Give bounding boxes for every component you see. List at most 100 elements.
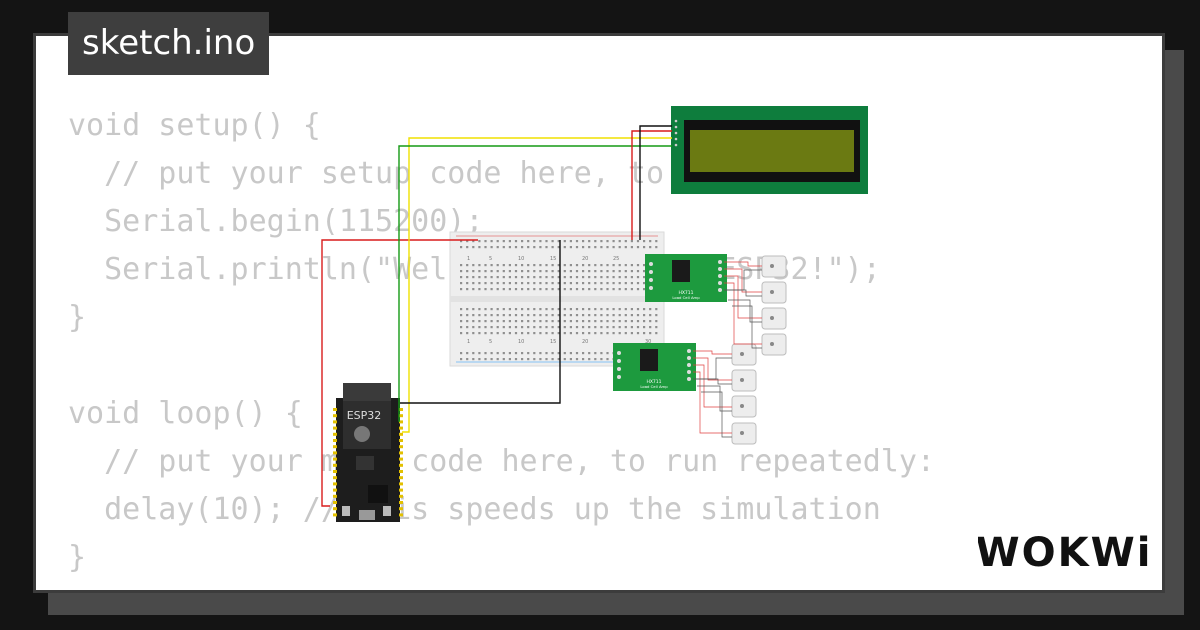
breadboard-hole — [557, 246, 560, 249]
breadboard-hole — [466, 270, 469, 273]
code-line: } — [68, 300, 87, 335]
breadboard-hole — [496, 314, 499, 317]
breadboard-hole — [490, 246, 493, 249]
breadboard-hole — [484, 332, 487, 335]
breadboard-hole — [582, 276, 585, 279]
load-cell[interactable] — [731, 422, 757, 445]
breadboard-hole — [557, 282, 560, 285]
load-cell[interactable] — [731, 369, 757, 392]
breadboard-hole — [606, 314, 609, 317]
load-cell[interactable] — [761, 333, 787, 356]
breadboard-hole — [563, 314, 566, 317]
esp32-pin — [333, 432, 337, 436]
breadboard-hole — [539, 326, 542, 329]
breadboard-hole — [478, 240, 481, 243]
breadboard-hole — [514, 270, 518, 273]
breadboard-hole — [539, 320, 542, 323]
breadboard-hole — [490, 326, 493, 329]
breadboard-hole — [545, 282, 548, 285]
breadboard-hole — [478, 282, 481, 285]
breadboard-hole — [490, 332, 493, 335]
esp32-label: ESP32 — [347, 409, 382, 422]
breadboard-hole — [472, 352, 475, 355]
breadboard-hole — [649, 332, 652, 335]
breadboard-hole — [508, 358, 511, 361]
bb-number: 1 — [467, 339, 470, 345]
breadboard-hole — [636, 288, 640, 291]
breadboard-hole — [545, 270, 548, 273]
breadboard-hole — [569, 332, 572, 335]
breadboard-hole — [484, 358, 487, 361]
load-cell[interactable] — [731, 343, 757, 366]
breadboard-hole — [569, 308, 572, 311]
breadboard-hole — [594, 270, 597, 273]
breadboard-hole — [606, 246, 609, 249]
breadboard-hole — [612, 326, 615, 329]
breadboard-hole — [606, 308, 609, 311]
breadboard-hole — [600, 240, 603, 243]
breadboard-hole — [624, 314, 627, 317]
load-cell[interactable] — [731, 395, 757, 418]
breadboard-hole — [600, 358, 603, 361]
esp32-pin — [333, 482, 337, 486]
breadboard-hole — [539, 358, 542, 361]
file-tab[interactable]: sketch.ino — [68, 12, 270, 75]
breadboard-hole — [514, 246, 518, 249]
breadboard-hole — [478, 270, 481, 273]
hx711-amplifier-2[interactable]: HX711 Load Cell Amp — [613, 343, 696, 391]
breadboard-hole — [569, 270, 572, 273]
lcd-display[interactable] — [671, 106, 868, 194]
breadboard-hole — [618, 270, 621, 273]
breadboard-hole — [545, 352, 548, 355]
breadboard-hole — [508, 288, 511, 291]
breadboard-hole — [496, 352, 499, 355]
breadboard-hole — [460, 246, 463, 249]
hx711-amplifier-1[interactable]: HX711 Load Cell Amp — [645, 254, 727, 302]
load-cell[interactable] — [761, 255, 787, 278]
breadboard-hole — [478, 276, 481, 279]
breadboard-hole — [582, 240, 585, 243]
load-cell[interactable] — [761, 281, 787, 304]
breadboard-hole — [478, 326, 481, 329]
breadboard-hole — [636, 320, 640, 323]
breadboard-hole — [533, 288, 536, 291]
breadboard-hole — [502, 282, 505, 285]
breadboard-hole — [484, 240, 487, 243]
breadboard-hole — [563, 326, 566, 329]
breadboard-hole — [502, 314, 505, 317]
esp32-pin — [333, 426, 337, 430]
esp32-pin — [399, 451, 403, 455]
breadboard-hole — [496, 270, 499, 273]
breadboard-hole — [472, 320, 475, 323]
load-cells[interactable] — [731, 255, 787, 445]
breadboard-hole — [630, 308, 633, 311]
breadboard-hole — [508, 246, 511, 249]
breadboard-hole — [624, 282, 627, 285]
breadboard-hole — [545, 308, 548, 311]
breadboard-hole — [618, 282, 621, 285]
breadboard-hole — [484, 246, 487, 249]
breadboard-hole — [618, 246, 621, 249]
esp32-board[interactable]: ESP32 — [333, 383, 403, 522]
breadboard-hole — [466, 282, 469, 285]
code-line: void setup() { — [68, 108, 321, 143]
breadboard-hole — [582, 288, 585, 291]
breadboard-hole — [545, 314, 548, 317]
hx711-label: HX711 — [678, 290, 693, 296]
breadboard-hole — [521, 288, 524, 291]
breadboard-hole — [624, 270, 627, 273]
breadboard-hole — [618, 314, 621, 317]
breadboard-hole — [527, 288, 530, 291]
esp32-pin — [333, 501, 337, 504]
breadboard-hole — [557, 240, 560, 243]
breadboard-hole — [630, 270, 633, 273]
breadboard-hole — [508, 282, 511, 285]
breadboard-hole — [478, 320, 481, 323]
breadboard-hole — [643, 264, 646, 267]
load-cell[interactable] — [761, 307, 787, 330]
breadboard-hole — [557, 358, 560, 361]
breadboard-hole — [606, 352, 609, 355]
breadboard-hole — [575, 288, 579, 291]
breadboard-hole — [624, 326, 627, 329]
breadboard-hole — [588, 240, 591, 243]
